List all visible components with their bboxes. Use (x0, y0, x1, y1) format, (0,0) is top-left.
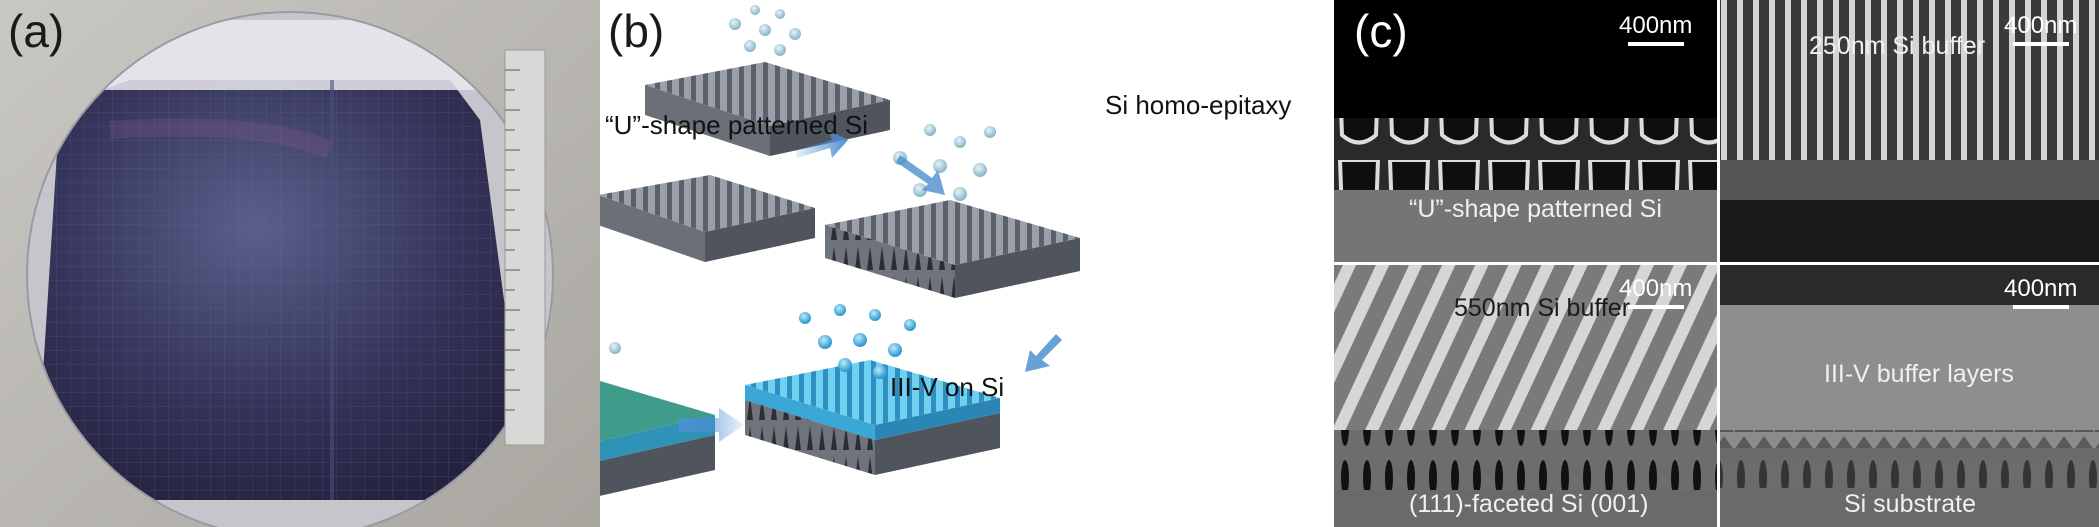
step-label-iii-v-on-si: III-V on Si (890, 372, 1005, 402)
panel-label-a: (a) (8, 5, 65, 57)
iii-v-droplets (799, 304, 916, 379)
sem-caption-u-shape: “U”-shape patterned Si (1409, 195, 1662, 223)
final-droplets (609, 342, 621, 354)
sem-caption-250nm: 250nm Si buffer (1809, 32, 1986, 60)
panel-c: (c) “U”-shape patterned Si 400nm 250nm S… (1334, 0, 2099, 527)
panel-label-c: (c) (1354, 5, 1408, 57)
scale-bar-br: 400nm (2004, 275, 2077, 309)
wafer-photo (0, 0, 600, 527)
sem-550nm-si-buffer (1334, 265, 1717, 527)
block-iii-v-on-si (600, 380, 715, 496)
sem-caption-iii-v-buffer: III-V buffer layers (1824, 360, 2014, 388)
process-arrow-4 (679, 408, 744, 442)
sem-caption-si-substrate: Si substrate (1844, 490, 1977, 518)
scale-bar-label: 400nm (1619, 275, 1693, 302)
scale-bar-line (2012, 305, 2069, 309)
scale-bar-line (1627, 305, 1684, 309)
panel-b: (b) “U”-shape patterned Si Si homo-epita… (600, 0, 1334, 527)
process-arrow-2 (896, 155, 945, 195)
step-label-si-homo-epitaxy: Si homo-epitaxy (1105, 90, 1292, 120)
step-label-patterned-si: “U”-shape patterned Si (605, 110, 869, 140)
scale-bar-line (2012, 42, 2069, 46)
sem-caption-550nm: 550nm Si buffer (1454, 294, 1631, 322)
process-arrow-1 (795, 130, 848, 158)
sem-images (1334, 0, 2099, 527)
sem-caption-111-faceted: (111)-faceted Si (001) (1409, 490, 1649, 518)
scale-bar-label: 400nm (1619, 12, 1693, 39)
process-arrow-3 (1025, 334, 1062, 372)
scale-bar-label: 400nm (2004, 275, 2078, 302)
scale-bar-tl: 400nm (1619, 12, 1692, 46)
panel-label-b: (b) (608, 5, 665, 57)
block-si-homo-epitaxy (825, 200, 1080, 298)
block-epitaxy-start (645, 62, 890, 156)
scale-bar-label: 400nm (2004, 12, 2078, 39)
scale-bar-line (1627, 42, 1684, 46)
block-iii-v-growth (745, 360, 1000, 475)
scale-bar-bl: 400nm (1619, 275, 1692, 309)
scale-bar-tr: 400nm (2004, 12, 2077, 46)
precursor-droplets-1 (729, 5, 801, 56)
process-schematic (600, 5, 1080, 496)
block-patterned-si (600, 175, 815, 262)
panel-a: (a) (0, 0, 600, 527)
